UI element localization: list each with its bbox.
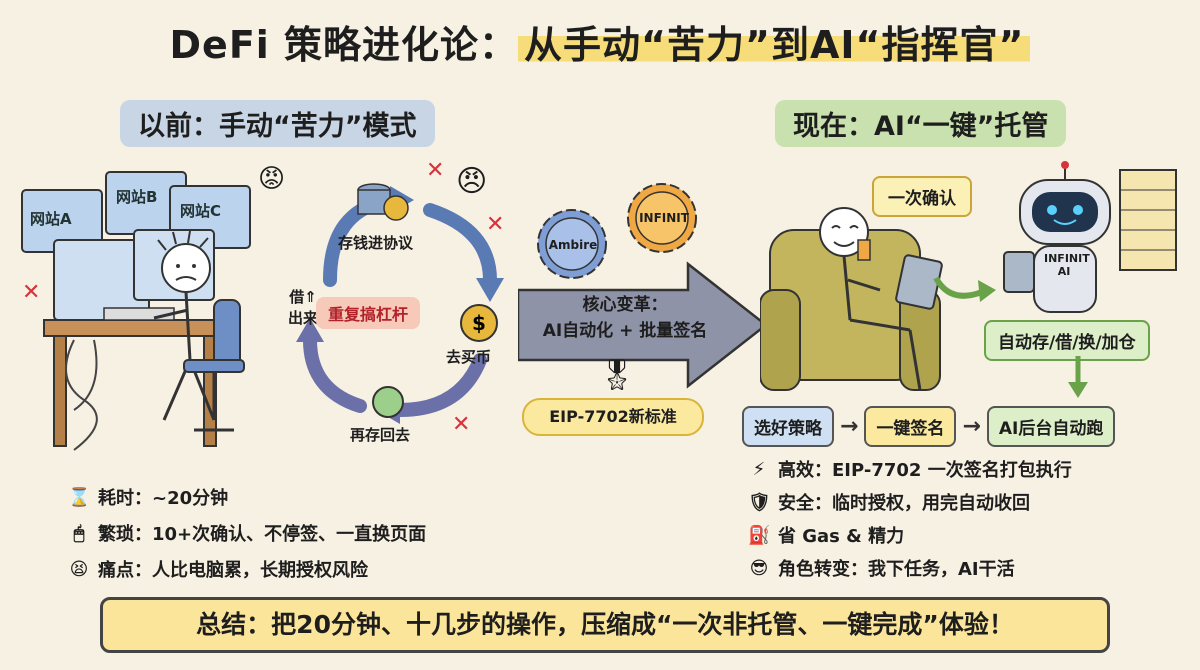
now-list-item: ⛽省 Gas & 精力 xyxy=(748,524,905,548)
robot-illustration xyxy=(1003,161,1177,313)
shield-check-icon: 🛡 xyxy=(748,491,771,513)
svg-text:$: $ xyxy=(472,311,486,335)
dollar-coin-icon: $ xyxy=(460,304,498,342)
award-badge-icon: 🎖 xyxy=(598,358,637,393)
right-arrow-icon: → xyxy=(962,414,981,439)
leverage-cycle-arrows xyxy=(296,186,504,424)
flow-step-choose-strategy: 选好策略 xyxy=(742,406,834,447)
site-b-label: 网站B xyxy=(116,188,158,206)
relaxed-person-illustration xyxy=(760,207,943,391)
workflow-row: 选好策略 → 一键签名 → AI后台自动跑 xyxy=(742,406,1116,447)
coin-stack-icon xyxy=(357,183,409,221)
stressed-person-illustration xyxy=(21,171,251,451)
flow-step-ai-auto-run: AI后台自动跑 xyxy=(986,406,1116,447)
mouse-icon: 🖱 xyxy=(73,522,85,544)
now-list-item: 🛡安全：临时授权，用完自动收回 xyxy=(748,491,1030,515)
hourglass-icon: ⌛ xyxy=(68,486,91,508)
now-list: ⚡高效：EIP-7702 一次签名打包执行 🛡安全：临时授权，用完自动收回 ⛽省… xyxy=(748,456,1072,581)
core-change-text: 核心变革： AI自动化 + 批量签名 xyxy=(542,295,708,341)
before-list: ⌛耗时：~20分钟 🖱繁琐：10+次确认、不停签、一直换页面 😫痛点：人比电脑累… xyxy=(68,484,426,582)
confirm-once-bubble: 一次确认 xyxy=(872,176,972,217)
before-list-item: ⌛耗时：~20分钟 xyxy=(68,486,229,510)
cycle-center-label: 重复搞杠杆 xyxy=(316,297,421,329)
fuel-pump-icon: ⛽ xyxy=(748,524,771,546)
title-part1: DeFi 策略进化论： xyxy=(169,23,519,67)
now-list-item: 😎角色转变：我下任务，AI干活 xyxy=(749,557,1015,581)
gears-illustration xyxy=(537,183,697,279)
right-arrow-icon: → xyxy=(840,414,859,439)
cycle-step-buy: 去买币 xyxy=(446,348,492,366)
site-a-label: 网站A xyxy=(30,210,72,228)
sunglasses-face-icon: 😎 xyxy=(749,557,769,579)
red-x-icon: ✕ xyxy=(22,280,41,305)
stressed-face-icon: 😫 xyxy=(69,558,89,580)
before-list-item: 🖱繁琐：10+次确认、不停签、一直换页面 xyxy=(68,520,427,546)
big-arrow-shape xyxy=(518,261,769,389)
now-heading: 现在：AI“一键”托管 xyxy=(775,100,1067,147)
green-curved-arrow xyxy=(933,276,996,302)
storm-cloud-icon: 😠 xyxy=(456,164,488,199)
auto-actions-box: 自动存/借/换/加仓 xyxy=(984,320,1150,361)
cycle-step-redeposit: 再存回去 xyxy=(350,426,411,444)
robot-badge: INFINIT AI xyxy=(1044,252,1090,278)
gear-ambire-label: Ambire xyxy=(548,238,598,252)
before-list-item: 😫痛点：人比电脑累，长期授权风险 xyxy=(69,558,368,582)
before-heading: 以前：手动“苦力”模式 xyxy=(120,100,435,147)
red-x-icon: ✕ xyxy=(452,412,471,437)
page-title: DeFi 策略进化论：从手动“苦力”到AI“指挥官” xyxy=(0,14,1200,69)
cycle-step-deposit: 存钱进协议 xyxy=(338,234,414,252)
cycle-step-borrow: 借⇑ 出来 xyxy=(288,288,319,327)
down-arrow-icon xyxy=(1068,356,1088,398)
summary-banner: 总结：把20分钟、十几步的操作，压缩成“一次非托管、一键完成”体验！ xyxy=(100,597,1110,653)
flow-step-one-click-sign: 一键签名 xyxy=(864,406,957,447)
redeposit-coin-icon xyxy=(372,386,404,418)
red-x-icon: ✕ xyxy=(486,212,505,237)
now-list-item: ⚡高效：EIP-7702 一次签名打包执行 xyxy=(748,456,1072,482)
lightning-icon: ⚡ xyxy=(752,458,766,480)
gear-infinit-label: INFINIT xyxy=(639,211,689,225)
angry-face-icon: 😡 xyxy=(258,164,286,194)
title-part2: 从手动“苦力”到AI“指挥官” xyxy=(518,23,1031,67)
red-x-icon: ✕ xyxy=(426,158,445,183)
site-c-label: 网站C xyxy=(180,202,222,220)
eip-standard-badge: EIP-7702新标准 xyxy=(522,398,704,436)
